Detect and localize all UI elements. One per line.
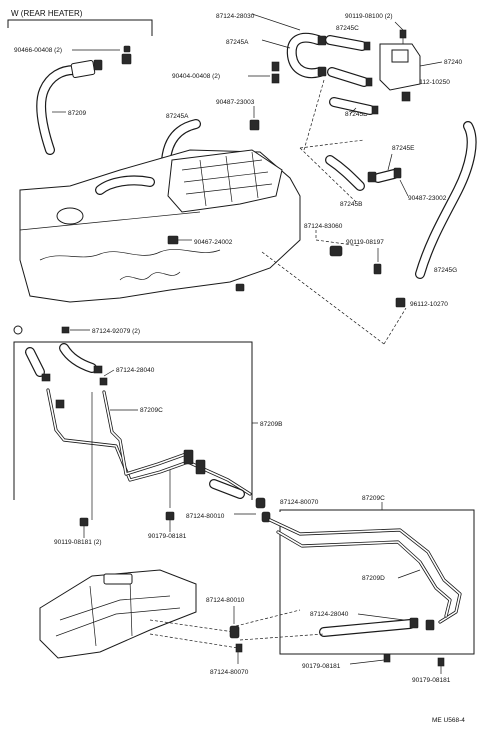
rear-heater-inset: W (REAR HEATER) 90466-00408 (2) 87209 xyxy=(7,9,153,155)
label-90179-08181-right: 90179-08181 xyxy=(412,677,451,684)
label-87209b: 87209B xyxy=(260,421,282,428)
label-90112-10250: 90112-10250 xyxy=(412,79,450,86)
label-87209c-bottom: 87209C xyxy=(362,495,385,502)
label-90487-23002: 90487-23002 xyxy=(408,195,447,202)
label-90404-00408: 90404-00408 (2) xyxy=(172,73,220,80)
label-87124-28040-bottom: 87124-28040 xyxy=(310,611,349,618)
label-90119-08181: 90119-08181 (2) xyxy=(54,539,102,546)
label-90179-08181-mid: 90179-08181 xyxy=(148,533,187,540)
underbody-floor: 87124-80010 87124-80070 xyxy=(39,569,325,676)
label-90119-08100: 90119-08100 (2) xyxy=(345,13,393,20)
label-87209c-top: 87209C xyxy=(140,407,163,414)
label-87240: 87240 xyxy=(444,59,462,66)
label-96112-10270: 96112-10270 xyxy=(410,301,448,308)
label-87245a-mid: 87245A xyxy=(166,113,189,120)
top-right-hoses: 87124-28030 90119-08100 (2) 87245A 87245… xyxy=(172,13,462,131)
rear-heater-title: W (REAR HEATER) xyxy=(11,9,83,18)
label-87124-28040-top: 87124-28040 xyxy=(116,367,155,374)
label-87124-80010-mid: 87124-80010 xyxy=(186,513,225,520)
label-90119-08197: 90119-08197 xyxy=(346,239,384,246)
label-87124-83060: 87124-83060 xyxy=(304,223,343,230)
engine-block: 87245A xyxy=(19,113,301,303)
label-87245c: 87245C xyxy=(336,25,359,32)
rear-pipe-assembly-box: 87124-92079 (2) 87124-28040 87209C 87209… xyxy=(13,325,282,523)
label-90467-24002: 90467-24002 xyxy=(194,239,233,246)
label-87209: 87209 xyxy=(68,110,86,117)
label-90487-23003: 90487-23003 xyxy=(216,99,255,106)
label-90179-08181-lower: 90179-08181 xyxy=(302,663,341,670)
label-87245g: 87245G xyxy=(434,267,457,274)
label-87245d: 87245D xyxy=(345,111,368,118)
label-87124-92079: 87124-92079 (2) xyxy=(92,328,140,335)
label-87245b: 87245B xyxy=(340,201,362,208)
reference-code: ME U568-4 xyxy=(432,717,465,724)
right-hoses: 87245E 87245B 90487-23002 87124-83060 90… xyxy=(178,79,477,345)
front-pipe-assembly-box: 87209C 87209D 87124-28040 90179-08181 90… xyxy=(268,495,475,684)
label-87124-80070-bottom: 87124-80070 xyxy=(210,669,249,676)
label-90466-00408: 90466-00408 (2) xyxy=(14,47,62,54)
label-87209d: 87209D xyxy=(362,575,385,582)
label-87124-28030: 87124-28030 xyxy=(216,13,255,20)
lower-left-labels: 87124-80070 87124-80010 90119-08181 (2) … xyxy=(54,499,319,546)
label-87245e: 87245E xyxy=(392,145,415,152)
label-87124-80070: 87124-80070 xyxy=(280,499,319,506)
label-87124-80010-bottom: 87124-80010 xyxy=(206,597,245,604)
label-87245a-top: 87245A xyxy=(226,39,249,46)
